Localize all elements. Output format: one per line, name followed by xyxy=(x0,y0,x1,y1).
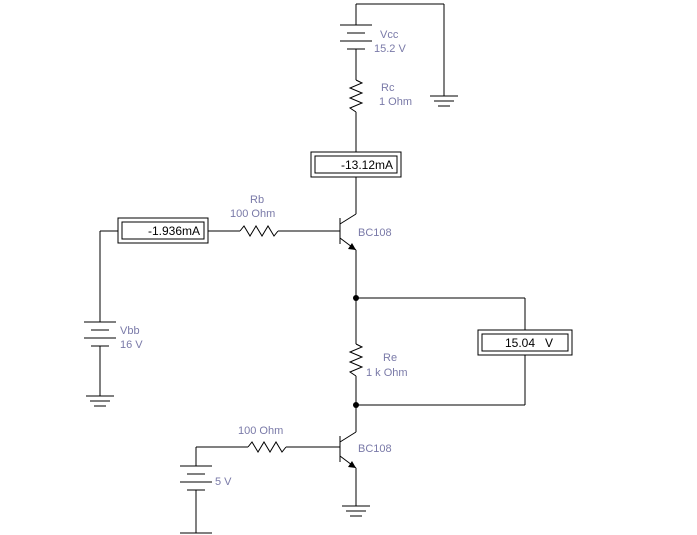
ground-symbol-q2 xyxy=(342,505,370,517)
vbb-name-label: Vbb xyxy=(120,325,140,337)
voltmeter-reading: 15.04 V xyxy=(505,336,553,350)
ground-symbol-vbb xyxy=(86,395,114,407)
base-ammeter[interactable]: -1.936mA xyxy=(117,217,209,244)
lower-battery[interactable] xyxy=(180,465,212,491)
lower-base-resistor[interactable] xyxy=(247,441,287,453)
rc-resistor[interactable] xyxy=(348,79,364,113)
rc-value-label: 1 Ohm xyxy=(379,96,412,108)
vcc-name-label: Vcc xyxy=(380,29,399,41)
collector-ammeter[interactable]: -13.12mA xyxy=(310,151,402,178)
re-name-label: Re xyxy=(383,352,397,364)
re-resistor[interactable] xyxy=(348,343,364,377)
rb-name-label: Rb xyxy=(250,194,264,206)
re-value-label: 1 k Ohm xyxy=(366,367,408,379)
lower-battery-value-label: 5 V xyxy=(215,476,232,488)
vcc-value-label: 15.2 V xyxy=(374,43,406,55)
transistor-q1[interactable] xyxy=(339,213,357,251)
rb-resistor[interactable] xyxy=(239,225,279,237)
vcc-battery[interactable] xyxy=(340,4,372,80)
q1-model-label: BC108 xyxy=(358,227,392,239)
lower-resistor-value-label: 100 Ohm xyxy=(238,425,283,437)
vbb-battery[interactable] xyxy=(84,321,116,347)
transistor-q2[interactable] xyxy=(339,431,357,469)
emitter-voltmeter[interactable]: 15.04 V xyxy=(477,329,573,356)
rc-name-label: Rc xyxy=(381,82,395,94)
collector-ammeter-reading: -13.12mA xyxy=(341,158,393,172)
base-ammeter-reading: -1.936mA xyxy=(148,224,200,238)
vbb-value-label: 16 V xyxy=(120,339,143,351)
rb-value-label: 100 Ohm xyxy=(230,208,275,220)
ground-symbol-vcc xyxy=(430,95,458,107)
q2-model-label: BC108 xyxy=(358,443,392,455)
